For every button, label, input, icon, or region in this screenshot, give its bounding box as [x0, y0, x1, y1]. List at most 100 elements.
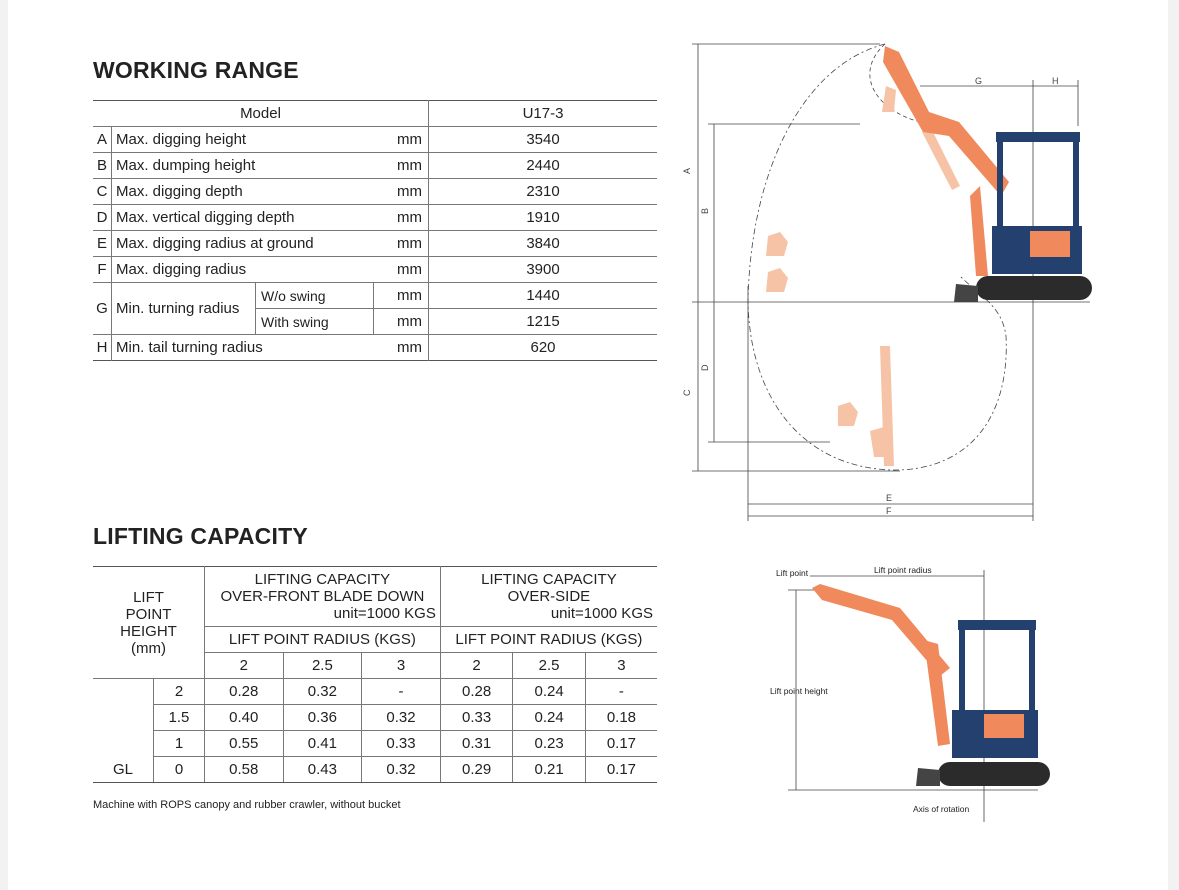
- cab-roof: [996, 132, 1080, 142]
- row-value: 620: [530, 339, 556, 356]
- row-label: Min. tail turning radius: [116, 339, 263, 356]
- table-row: D Max. vertical digging depth mm 1910: [93, 204, 657, 231]
- value-cell: 0.33: [439, 704, 513, 731]
- table-header-row: LIFT POINT RADIUS (KGS) LIFT POINT RADIU…: [93, 626, 657, 653]
- row-label: Max. vertical digging depth: [116, 209, 295, 226]
- table-header-row: 2 2.5 3 2 2.5 3: [93, 652, 657, 679]
- value-cell: -: [361, 678, 441, 705]
- radius-value: 2.5: [512, 652, 586, 679]
- value-cell: 0.17: [584, 756, 657, 783]
- value-cell: 0.29: [439, 756, 513, 783]
- lift-point-height-header: LIFT POINT HEIGHT (mm): [93, 566, 205, 679]
- row-letter: B: [93, 152, 112, 179]
- excavator-illustration: [812, 584, 1050, 786]
- crawler-track: [976, 276, 1092, 300]
- row-value: 3540: [526, 131, 560, 148]
- table-row: F Max. digging radius mm 3900: [93, 256, 657, 283]
- row-letter: C: [93, 178, 112, 205]
- height-cell: 1.5: [153, 704, 205, 731]
- height-cell: 0: [153, 756, 205, 783]
- label-g: G: [975, 76, 982, 86]
- reach-envelope: [747, 43, 1007, 471]
- row-unit: mm: [373, 230, 429, 257]
- row-letter: A: [93, 126, 112, 153]
- bucket-silhouette: [838, 402, 858, 426]
- value-cell: 0.32: [361, 704, 441, 731]
- value-cell: 0.24: [512, 678, 586, 705]
- working-range-diagram: A B C D E F G H: [682, 43, 1092, 521]
- row-unit: mm: [373, 256, 429, 283]
- value-cell: 0.55: [203, 730, 284, 757]
- bucket-silhouette: [766, 232, 788, 256]
- row-unit: mm: [373, 308, 429, 335]
- label-a: A: [682, 168, 692, 174]
- table-header-row: Model U17-3: [93, 100, 657, 127]
- value-cell: 0.18: [584, 704, 657, 731]
- table-row: H Min. tail turning radius mm 620: [93, 334, 657, 361]
- row-value: 2310: [526, 183, 560, 200]
- header-line: LIFT: [133, 588, 164, 606]
- dozer-blade: [916, 768, 940, 786]
- row-label: Min. turning radius: [116, 300, 240, 317]
- value-cell: 0.23: [512, 730, 586, 757]
- header-line: LIFTING CAPACITY: [254, 571, 391, 588]
- row-letter: D: [93, 204, 112, 231]
- front-header: LIFTING CAPACITY OVER-FRONT BLADE DOWN u…: [203, 566, 441, 627]
- row-letter: G: [93, 282, 112, 335]
- gl-cell: [93, 705, 154, 731]
- row-label: Max. digging height: [116, 131, 247, 148]
- label-b: B: [700, 208, 710, 214]
- radius-value: 2: [439, 652, 513, 679]
- row-letter: H: [93, 334, 112, 361]
- header-line: (mm): [130, 639, 166, 657]
- value-cell: 0.24: [512, 704, 586, 731]
- table-row: 2 0.28 0.32 - 0.28 0.24 -: [93, 678, 657, 705]
- table-row: C Max. digging depth mm 2310: [93, 178, 657, 205]
- height-cell: 1: [153, 730, 205, 757]
- value-cell: 0.28: [439, 678, 513, 705]
- value-cell: 0.21: [512, 756, 586, 783]
- table-row: A Max. digging height mm 3540: [93, 126, 657, 153]
- row-label: Max. digging radius at ground: [116, 235, 314, 252]
- lift-point-label: Lift point: [776, 568, 809, 578]
- model-value: U17-3: [522, 105, 564, 122]
- header-line: POINT: [125, 605, 172, 623]
- cab-roof: [958, 620, 1036, 630]
- spec-sheet-page: WORKING RANGE Model U17-3 A Max. digging…: [8, 0, 1168, 890]
- row-label: Max. digging radius: [116, 261, 247, 278]
- lifting-capacity-title: LIFTING CAPACITY: [93, 523, 308, 549]
- value-cell: 0.40: [203, 704, 284, 731]
- row-value: 1910: [526, 209, 560, 226]
- row-value: 1215: [526, 313, 560, 330]
- axis-of-rotation-label: Axis of rotation: [913, 804, 969, 814]
- row-unit: mm: [373, 282, 429, 309]
- row-sublabel: With swing: [254, 308, 375, 335]
- table-row: G Min. turning radius W/o swing mm 1440: [93, 282, 657, 335]
- gl-cell: GL: [93, 756, 154, 783]
- side-header: LIFTING CAPACITY OVER-SIDE unit=1000 KGS: [439, 566, 657, 627]
- radius-value: 3: [584, 652, 657, 679]
- working-range-table: Model U17-3 A Max. digging height mm 354…: [93, 100, 657, 361]
- header-line: OVER-FRONT BLADE DOWN: [220, 588, 425, 605]
- row-label: Max. dumping height: [116, 157, 256, 174]
- header-line: OVER-SIDE: [507, 588, 591, 605]
- value-cell: 0.36: [282, 704, 362, 731]
- value-cell: 0.33: [361, 730, 441, 757]
- engine-cover: [984, 714, 1024, 738]
- table-row: E Max. digging radius at ground mm 3840: [93, 230, 657, 257]
- footnote: Machine with ROPS canopy and rubber craw…: [93, 799, 401, 811]
- unit-label: unit=1000 KGS: [550, 605, 653, 622]
- arm-silhouette: [922, 126, 960, 190]
- table-row: 1 0.55 0.41 0.33 0.31 0.23 0.17: [93, 730, 657, 757]
- row-value: 2440: [526, 157, 560, 174]
- row-value: 3900: [526, 261, 560, 278]
- boom-lower: [924, 640, 950, 746]
- header-line: HEIGHT: [120, 622, 177, 640]
- value-cell: 0.43: [282, 756, 362, 783]
- value-cell: 0.32: [282, 678, 362, 705]
- radius-value: 3: [361, 652, 441, 679]
- table-header-row: LIFT POINT HEIGHT (mm) LIFTING CAPACITY …: [93, 566, 657, 679]
- value-cell: 0.32: [361, 756, 441, 783]
- dump-arc: [869, 43, 931, 125]
- radius-header-front: LIFT POINT RADIUS (KGS): [203, 626, 441, 653]
